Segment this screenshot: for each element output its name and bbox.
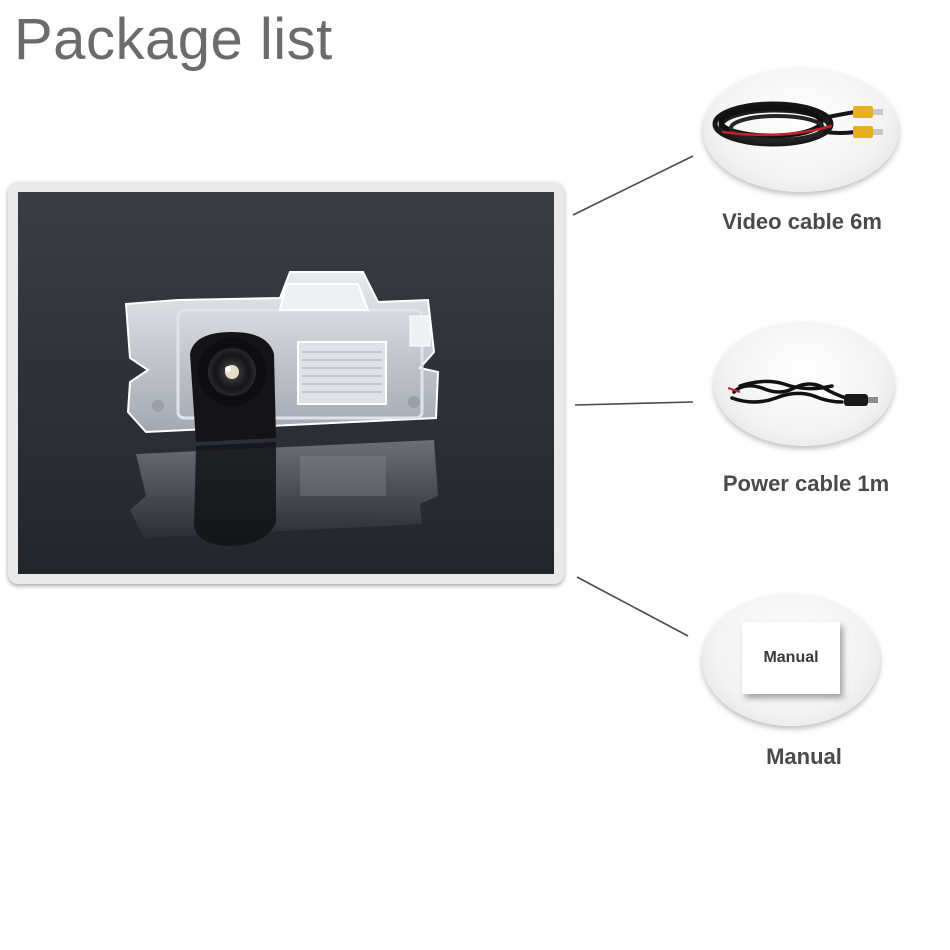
camera-module xyxy=(190,332,276,442)
page-title: Package list xyxy=(14,7,333,72)
power-cable-caption: Power cable 1m xyxy=(722,471,890,496)
camera-photo xyxy=(18,192,554,574)
power-cable-icon xyxy=(727,379,878,406)
connector-line-manual xyxy=(576,576,689,637)
connector-line-power xyxy=(574,401,694,406)
camera-icon xyxy=(124,271,440,546)
manual-caption: Manual xyxy=(766,744,842,769)
power-cable-oval xyxy=(714,322,894,446)
video-cable-caption: Video cable 6m xyxy=(722,209,882,234)
license-bracket xyxy=(124,271,440,434)
connector-line-video xyxy=(572,155,694,216)
video-cable-oval xyxy=(703,68,899,192)
camera-reflection xyxy=(130,440,438,546)
manual-oval: Manual xyxy=(702,594,880,726)
manual-icon: Manual xyxy=(742,622,840,694)
video-cable-icon xyxy=(712,101,883,147)
main-product-frame xyxy=(8,182,564,584)
